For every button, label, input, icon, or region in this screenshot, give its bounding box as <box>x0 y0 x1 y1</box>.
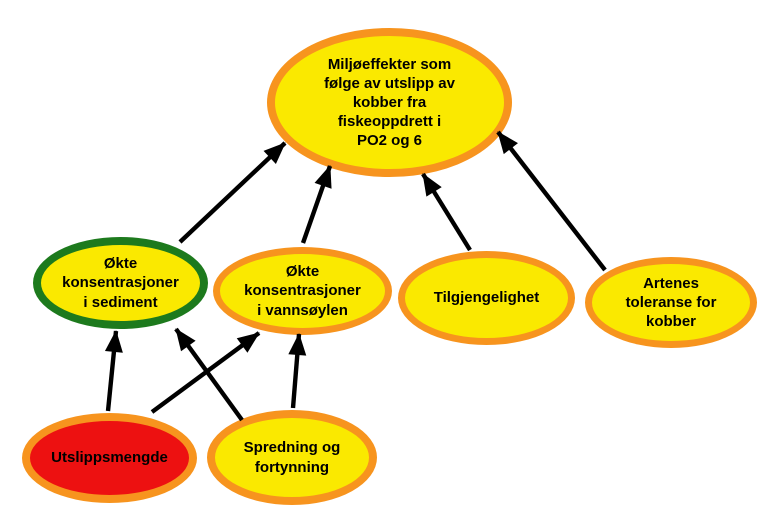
arrow-utslippsmengde-to-vannsoylen <box>150 331 261 414</box>
arrow-artenes-to-miljoeffekter <box>496 130 607 272</box>
node-utslippsmengde: Utslippsmengde <box>22 413 197 503</box>
node-miljoeffekter-label: Miljøeffekter som følge av utslipp av ko… <box>324 55 455 150</box>
node-okte-konsentrasjoner-vannsoylen-label: Økte konsentrasjoner i vannsøylen <box>244 263 361 319</box>
node-miljoeffekter: Miljøeffekter som følge av utslipp av ko… <box>267 28 512 177</box>
arrow-sediment-to-miljoeffekter <box>178 141 287 244</box>
node-utslippsmengde-label: Utslippsmengde <box>51 449 168 467</box>
node-spredning-og-fortynning-label: Spredning og fortynning <box>243 439 341 476</box>
arrow-spredning-to-sediment <box>174 327 244 422</box>
arrow-utslippsmengde-to-sediment <box>104 330 123 412</box>
node-tilgjengelighet: Tilgjengelighet <box>398 251 575 345</box>
node-okte-konsentrasjoner-vannsoylen: Økte konsentrasjoner i vannsøylen <box>213 247 392 335</box>
node-tilgjengelighet-label: Tilgjengelighet <box>433 289 540 307</box>
arrow-vannsoylen-to-miljoeffekter <box>300 165 333 244</box>
node-artenes-toleranse: Artenes toleranse for kobber <box>585 257 757 348</box>
node-spredning-og-fortynning: Spredning og fortynning <box>207 410 377 505</box>
node-okte-konsentrasjoner-sediment-label: Økte konsentrasjoner i sediment <box>62 255 179 311</box>
arrow-tilgjengelighet-to-miljoeffekter <box>421 172 472 252</box>
node-artenes-toleranse-label: Artenes toleranse for kobber <box>625 274 717 331</box>
node-okte-konsentrasjoner-sediment: Økte konsentrasjoner i sediment <box>33 237 208 329</box>
arrow-spredning-to-vannsoylen <box>288 333 307 409</box>
